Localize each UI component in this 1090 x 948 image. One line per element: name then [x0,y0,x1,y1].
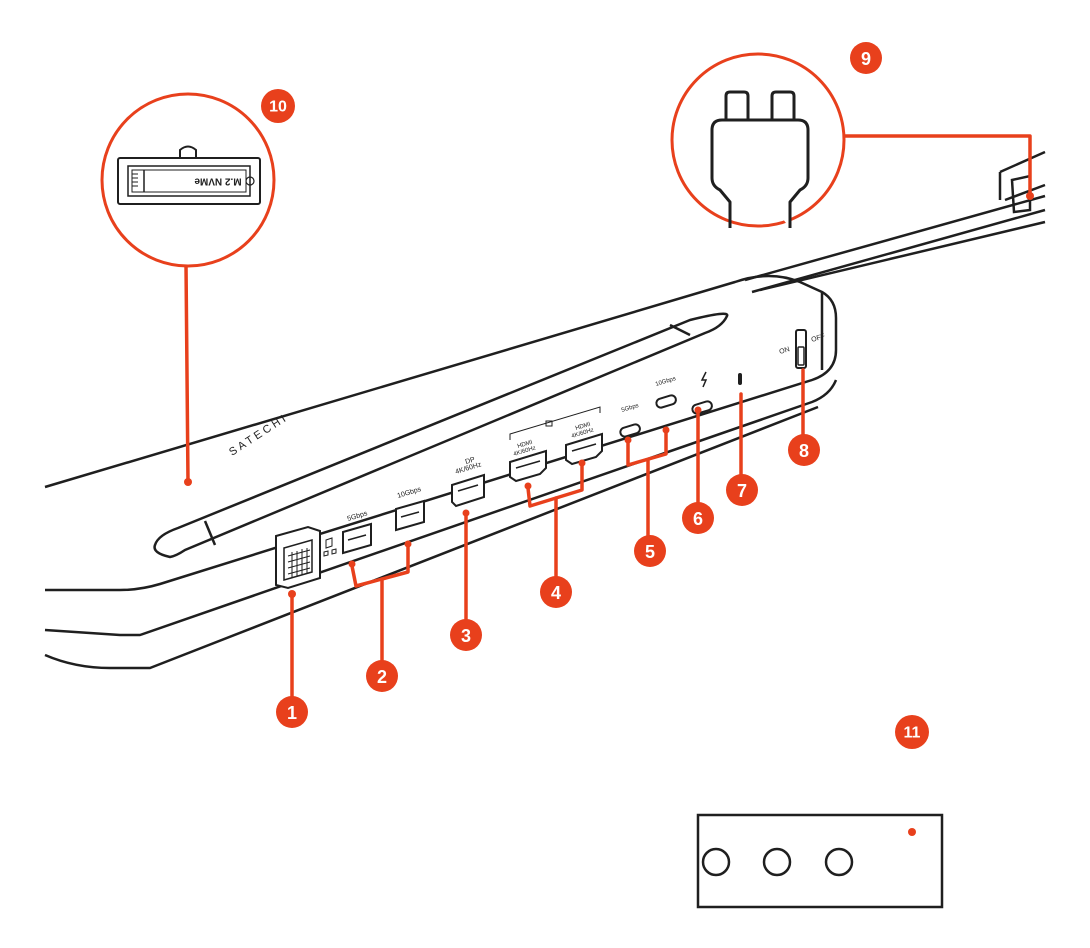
dp-label: DP [465,456,477,466]
hdmi-port-2 [565,432,603,466]
callout-badge-5: 5 [634,535,666,567]
ethernet-port [275,525,337,590]
bottom-panel [696,813,944,909]
dock-body [44,274,838,670]
hdmi1-label: HDMI [517,440,534,450]
cable [744,150,1046,294]
switch-on-label: ON [779,346,791,356]
usb-c-5gbps-port [619,423,641,438]
ports [275,329,807,590]
usb-c-power-port [691,371,713,415]
callout-number: 1 [287,703,297,723]
bottom-panel-dot [908,828,916,836]
callout-number: 11 [904,725,921,742]
hdmi-port-1 [509,449,547,483]
callout-badge-7: 7 [726,474,758,506]
anchor-dots [288,192,1034,598]
callout-badge-circle [895,715,929,749]
callout-number: 6 [693,509,703,529]
callout-badge-circle [788,434,820,466]
callout-number: 7 [737,481,747,501]
leader-lines [184,134,1032,702]
callout-badge-3: 3 [450,619,482,651]
indicator-light [738,373,742,385]
plug-zoom [670,52,846,228]
brand-text: SATECHI [227,411,290,458]
callout-badge-2: 2 [366,660,398,692]
callout-number: 3 [461,626,471,646]
callout-badge-9: 9 [850,42,882,74]
callout-badges: 1 2 3 4 5 6 7 8 9 10 11 [261,42,929,749]
callout-badge-circle [726,474,758,506]
usba-10-label: 10Gbps [397,486,423,500]
callout-number: 8 [799,441,809,461]
power-switch [795,329,807,369]
callout-number: 10 [269,99,287,116]
callout-badge-circle [366,660,398,692]
callout-badge-1: 1 [276,696,308,728]
callout-badge-circle [450,619,482,651]
callout-number: 5 [645,542,655,562]
usb-c-10gbps-port [655,394,677,409]
usb-a-10gbps-port [395,499,425,532]
hdmi2-label: HDMI [575,422,592,432]
callout-badge-circle [276,696,308,728]
ssd-zoom: M.2 NVMe [100,92,276,268]
callout-number: 2 [377,667,387,687]
callout-badge-circle [682,502,714,534]
callout-badge-11: 11 [895,715,929,749]
hdmi-group-bracket [509,406,601,440]
callout-badge-6: 6 [682,502,714,534]
callout-badge-circle [850,42,882,74]
usbc-10-label: 10Gbps [655,376,677,388]
callout-number: 4 [551,583,561,603]
callout-badge-circle [540,576,572,608]
callout-badge-circle [261,89,295,123]
displayport [451,473,485,508]
switch-off-label: OFF [811,333,826,344]
callout-number: 9 [861,49,871,69]
ssd-label: M.2 NVMe [194,176,242,187]
callout-badge-4: 4 [540,576,572,608]
callout-badge-8: 8 [788,434,820,466]
callout-badge-10: 10 [261,89,295,123]
callout-badge-circle [634,535,666,567]
usb-a-5gbps-port [342,522,372,555]
usbc-5-label: 5Gbps [621,403,640,414]
